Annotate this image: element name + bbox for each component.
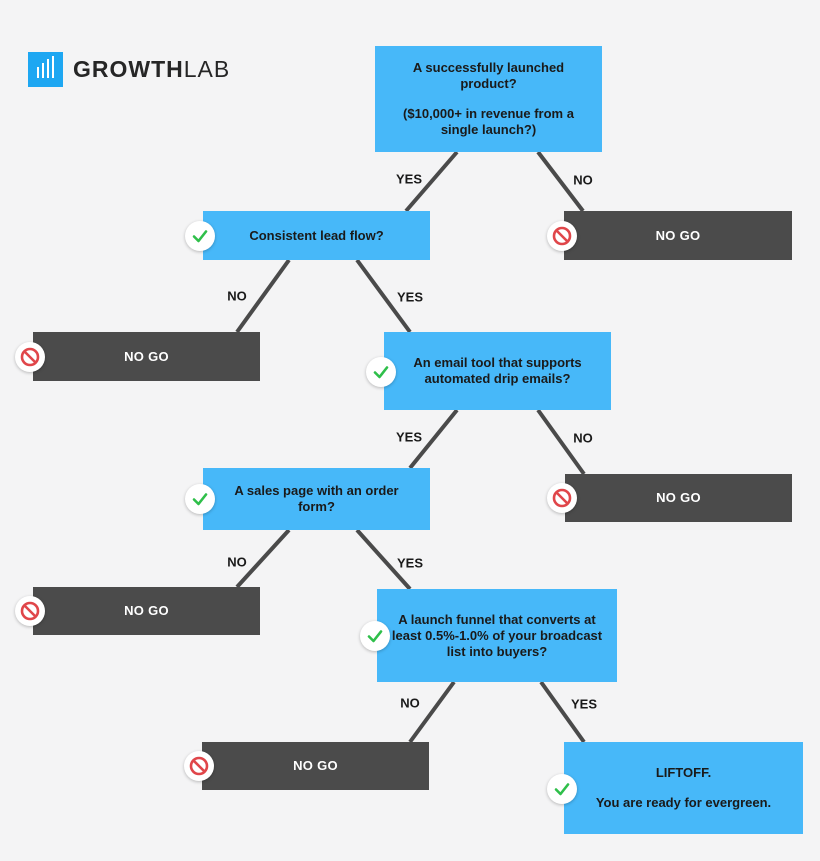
edge-label-yes: YES [396,555,424,571]
no-go-box: NO GO [33,587,260,635]
no-entry-icon [547,483,577,513]
edge-label-no: NO [573,430,593,446]
node-text: NO GO [656,490,701,505]
no-entry-icon [15,342,45,372]
edge-label-yes: YES [570,696,598,712]
no-entry-icon [547,221,577,251]
node-text: NO GO [293,758,338,773]
no-go-box: NO GO [33,332,260,381]
edge-label-yes: YES [395,429,423,445]
connector-line [408,408,459,470]
question-successful-launch: A successfully launched product? ($10,000… [375,46,602,152]
question-launch-funnel: A launch funnel that converts at least 0… [377,589,617,682]
edge-label-yes: YES [395,171,423,187]
node-text: A sales page with an order form? [234,483,399,514]
edge-label-no: NO [227,554,247,570]
brand-name: GROWTHLAB [73,56,231,82]
growthlab-logo: GROWTHLAB [28,52,230,87]
node-text: Consistent lead flow? [249,227,384,243]
liftoff-result: LIFTOFF. You are ready for evergreen. [564,742,803,834]
node-text: A launch funnel that converts at least 0… [391,611,603,659]
node-text: A successfully launched product? [412,60,565,91]
edge-label-no: NO [573,172,593,188]
bar-chart-icon [28,52,63,87]
connector-line [404,150,459,213]
no-entry-icon [184,751,214,781]
edge-label-yes: YES [396,289,424,305]
connector-line [235,258,291,334]
connector-line [539,680,586,744]
node-text: An email tool that supports automated dr… [413,355,582,386]
connector-line [536,150,585,213]
check-icon [547,774,577,804]
check-icon [366,357,396,387]
no-go-box: NO GO [565,474,792,522]
edge-label-no: NO [400,695,420,711]
node-text: NO GO [124,348,169,364]
connector-line [355,258,412,334]
node-text: You are ready for evergreen. [595,795,772,810]
node-text: LIFTOFF. [655,765,712,780]
check-icon [185,221,215,251]
check-icon [185,484,215,514]
connector-line [355,528,412,591]
node-text: NO GO [124,603,169,618]
question-sales-page: A sales page with an order form? [203,468,430,530]
node-text: ($10,000+ in revenue from a single launc… [403,106,574,137]
edge-label-no: NO [227,288,247,304]
connector-line [235,528,291,589]
connector-line [536,408,586,476]
connector-line [408,680,456,744]
check-icon [360,621,390,651]
question-email-tool: An email tool that supports automated dr… [384,332,611,410]
node-text: NO GO [655,227,701,243]
question-lead-flow: Consistent lead flow? [203,211,430,260]
no-go-box: NO GO [564,211,792,260]
no-go-box: NO GO [202,742,429,790]
no-entry-icon [15,596,45,626]
